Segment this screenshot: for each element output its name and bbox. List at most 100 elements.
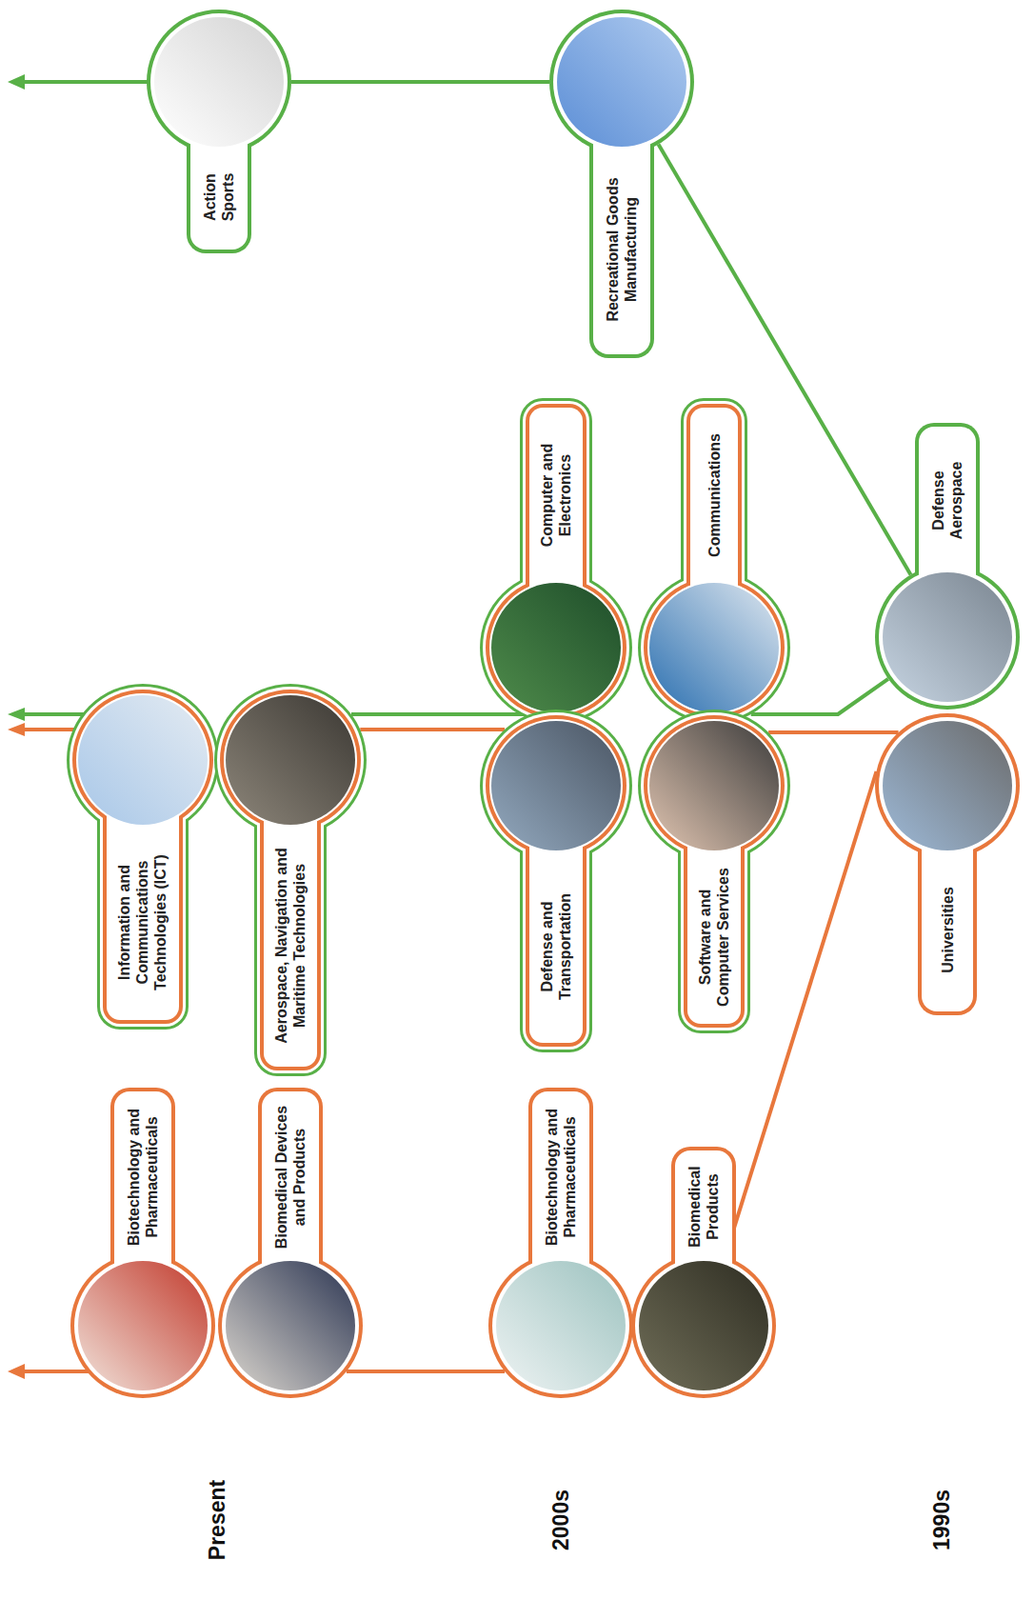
photo-ring bbox=[66, 683, 219, 836]
photo-ring bbox=[489, 580, 623, 715]
node-text: Biotechnology and Pharmaceuticals bbox=[542, 1100, 579, 1253]
sector-node: Aerospace, Navigation and Maritime Techn… bbox=[210, 681, 371, 1078]
photo-ring bbox=[221, 1256, 359, 1394]
connector bbox=[351, 714, 530, 730]
photo-circle bbox=[78, 1260, 208, 1391]
sector-node: Defense Aerospace bbox=[871, 417, 1024, 712]
sector-label: Biomedical Products bbox=[685, 1159, 722, 1253]
photo-ring bbox=[643, 576, 785, 718]
photo-circle bbox=[882, 720, 1013, 851]
node-text: Communications bbox=[705, 415, 724, 576]
photo-circle bbox=[496, 1260, 626, 1391]
connector-line bbox=[359, 727, 505, 732]
arrow-head bbox=[7, 707, 25, 721]
photo-ring bbox=[878, 568, 1016, 706]
node-text: Aerospace, Navigation and Maritime Techn… bbox=[272, 832, 309, 1059]
node-outline bbox=[476, 396, 637, 726]
photo-ring bbox=[223, 693, 358, 827]
photo-ring bbox=[69, 686, 217, 834]
photo-circle bbox=[225, 1260, 356, 1391]
sector-node: Defense and Transportation bbox=[476, 707, 637, 1054]
sector-label: Information and Communications Technolog… bbox=[115, 832, 171, 1013]
node-outline bbox=[634, 707, 795, 1035]
sector-node: Recreational Goods Manufacturing bbox=[545, 7, 698, 364]
photo-ring bbox=[146, 9, 292, 155]
arrow-head bbox=[7, 74, 25, 90]
connector-line bbox=[291, 79, 550, 84]
photo-circle bbox=[78, 695, 208, 825]
sector-label: Communications bbox=[705, 415, 724, 576]
sector-node: Biomedical Devices and Products bbox=[214, 1081, 367, 1400]
photo-ring bbox=[219, 689, 361, 831]
sector-label: Universities bbox=[938, 857, 957, 1002]
photo-ring bbox=[218, 1252, 363, 1398]
photo-ring bbox=[640, 574, 788, 721]
photo-ring bbox=[74, 1256, 212, 1394]
sector-node: Action Sports bbox=[142, 7, 296, 259]
sector-label: Computer and Electronics bbox=[537, 415, 575, 576]
sector-node: Biotechnology and Pharmaceuticals bbox=[484, 1081, 637, 1400]
node-outline bbox=[476, 707, 637, 1054]
photo-circle bbox=[491, 720, 621, 851]
sector-node: Universities bbox=[871, 711, 1024, 1021]
arrow-head bbox=[7, 1363, 25, 1379]
photo-ring bbox=[647, 580, 781, 715]
node-outline bbox=[484, 1081, 637, 1400]
photo-circle bbox=[638, 1260, 769, 1391]
node-text: Information and Communications Technolog… bbox=[115, 832, 171, 1013]
sector-label: Biotechnology and Pharmaceuticals bbox=[124, 1100, 161, 1253]
node-outline bbox=[142, 7, 296, 259]
node-text: Universities bbox=[938, 857, 957, 1002]
photo-ring bbox=[553, 13, 691, 151]
photo-ring bbox=[640, 712, 788, 859]
sector-label: Software and Computer Services bbox=[695, 857, 733, 1016]
photo-ring bbox=[76, 693, 210, 827]
photo-ring bbox=[643, 715, 785, 856]
arrow-head bbox=[7, 722, 25, 736]
photo-ring bbox=[878, 716, 1016, 855]
photo-ring bbox=[874, 713, 1020, 858]
photo-ring bbox=[479, 571, 633, 724]
connector-line bbox=[346, 1369, 505, 1373]
node-outline bbox=[214, 1081, 367, 1400]
node-text: Software and Computer Services bbox=[695, 857, 733, 1016]
photo-ring bbox=[485, 576, 627, 718]
photo-circle bbox=[491, 582, 621, 713]
photo-ring bbox=[631, 1252, 776, 1398]
photo-ring bbox=[635, 1256, 773, 1394]
node-outline bbox=[210, 681, 371, 1078]
photo-ring bbox=[637, 571, 791, 724]
sector-label: Recreational Goods Manufacturing bbox=[603, 154, 640, 345]
photo-circle bbox=[649, 720, 779, 851]
photo-ring bbox=[874, 564, 1020, 710]
node-text: Biomedical Products bbox=[685, 1159, 722, 1253]
node-text: Defense and Transportation bbox=[537, 857, 575, 1035]
node-outline bbox=[871, 711, 1024, 1021]
photo-ring bbox=[72, 689, 214, 831]
photo-ring bbox=[217, 686, 364, 834]
photo-ring bbox=[549, 9, 695, 155]
photo-ring bbox=[647, 718, 781, 853]
sector-label: Aerospace, Navigation and Maritime Techn… bbox=[272, 832, 309, 1059]
node-text: Defense Aerospace bbox=[929, 436, 966, 565]
connector bbox=[346, 1371, 505, 1373]
photo-ring bbox=[488, 1252, 634, 1398]
connector bbox=[291, 81, 550, 83]
sector-label: Biotechnology and Pharmaceuticals bbox=[542, 1100, 579, 1253]
sector-label: Defense and Transportation bbox=[537, 857, 575, 1035]
node-outline bbox=[66, 1081, 219, 1400]
photo-ring bbox=[492, 1256, 630, 1394]
node-text: Biotechnology and Pharmaceuticals bbox=[124, 1100, 161, 1253]
sector-node: Biomedical Products bbox=[627, 1140, 780, 1400]
photo-ring bbox=[489, 718, 623, 853]
photo-ring bbox=[150, 13, 288, 151]
connector bbox=[768, 732, 899, 734]
photo-ring bbox=[214, 683, 367, 836]
photo-ring bbox=[482, 574, 630, 721]
node-text: Computer and Electronics bbox=[537, 415, 575, 576]
node-text: Recreational Goods Manufacturing bbox=[603, 154, 640, 345]
sector-node: Information and Communications Technolog… bbox=[62, 681, 223, 1032]
period-label: Present bbox=[202, 1443, 232, 1596]
sector-label: Action Sports bbox=[200, 154, 238, 240]
